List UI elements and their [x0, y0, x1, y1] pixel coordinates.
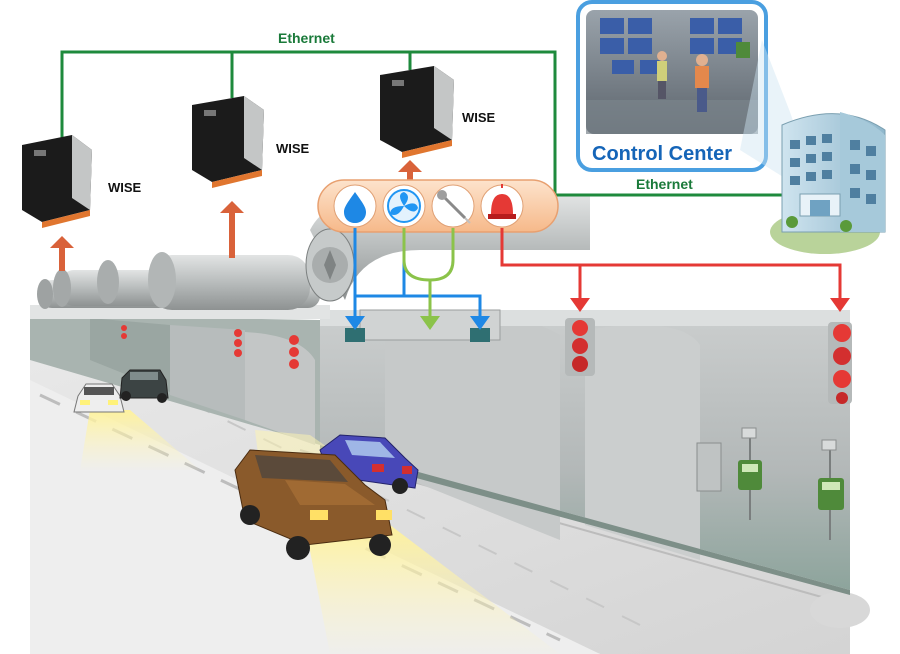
sensor-panel: [317, 179, 559, 233]
temperature-probe-icon: [431, 184, 475, 228]
control-center-building: [770, 112, 886, 254]
call-box-2: [818, 439, 844, 540]
wise-label-2: WISE: [276, 141, 310, 156]
flow-arrowheads: [345, 298, 850, 330]
call-box-1: [738, 427, 762, 520]
traffic-light-2: [828, 322, 852, 404]
car-brown-suv: [234, 449, 393, 560]
traffic-lights: [121, 318, 852, 404]
car-dark: [119, 369, 169, 403]
control-center: [576, 0, 768, 172]
wise-label-1: WISE: [108, 180, 142, 195]
wise-controller-3: [380, 66, 454, 158]
traffic-light-1: [565, 318, 595, 376]
fan-icon: [382, 184, 426, 228]
wise-label-3: WISE: [462, 110, 496, 125]
emergency-call-boxes: [738, 427, 844, 540]
operator-2: [695, 54, 709, 112]
signal-flows: [353, 228, 842, 318]
wise-controller-1: [22, 135, 92, 228]
ethernet-network: [60, 50, 790, 197]
control-center-title: Control Center: [592, 143, 732, 165]
wise-controller-2: [192, 96, 264, 188]
cars: [73, 369, 419, 560]
alarm-light-icon: [480, 184, 524, 228]
ethernet-label-top: Ethernet: [278, 30, 335, 46]
temperature-flow: [402, 228, 455, 318]
operator-1: [657, 51, 667, 99]
water-drop-icon: [333, 184, 377, 228]
uplink-arrows: [50, 160, 422, 271]
tunnel-structure: [30, 305, 850, 595]
ceiling-sensor-hub: [345, 309, 501, 342]
car-white: [73, 383, 125, 413]
ethernet-label-right: Ethernet: [636, 176, 693, 192]
alarm-flow: [500, 228, 842, 300]
